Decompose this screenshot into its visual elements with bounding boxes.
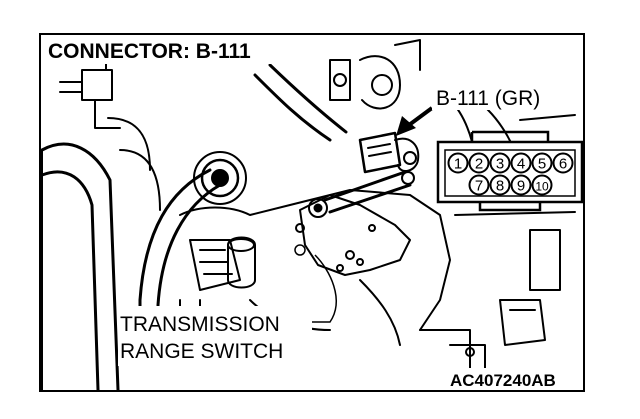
connector-pin-number: 5 <box>538 156 546 173</box>
connector-pin-number: 9 <box>517 178 525 195</box>
connector-pin <box>510 174 532 196</box>
component-label-backdrop <box>118 306 312 366</box>
connector-pin <box>489 152 511 174</box>
leader-point <box>294 244 306 256</box>
component-label-line1: TRANSMISSION <box>120 313 280 336</box>
connector-pin-number: 8 <box>496 178 504 195</box>
connector-title: CONNECTOR: B-111 <box>48 40 251 63</box>
leader-line <box>310 254 337 323</box>
callout-backdrop <box>432 84 564 110</box>
connector-pin-number: 7 <box>475 178 483 195</box>
connector-pin-number: 2 <box>475 156 483 173</box>
connector-callout: B-111 (GR) <box>436 87 540 110</box>
component-label-line2: RANGE SWITCH <box>120 340 283 363</box>
connector-pin <box>531 152 553 174</box>
connector-pin-number: 10 <box>535 180 549 194</box>
connector-pin-number: 1 <box>454 156 462 173</box>
connector-pin <box>468 174 490 196</box>
connector-pin <box>552 152 574 174</box>
connector-pin <box>468 152 490 174</box>
connector-pin <box>531 174 553 196</box>
figure-code: AC407240AB <box>450 371 556 390</box>
connector-pin-number: 4 <box>517 156 525 173</box>
connector-pin <box>489 174 511 196</box>
title-backdrop <box>42 36 290 64</box>
connector-pin <box>510 152 532 174</box>
connector-pin-number: 3 <box>496 156 504 173</box>
connector-pin-number: 6 <box>559 156 567 173</box>
figure-code-backdrop <box>446 368 582 390</box>
connector-pin <box>447 152 469 174</box>
engine-line-art <box>40 39 576 392</box>
connector-pointer-arrow <box>396 106 434 136</box>
